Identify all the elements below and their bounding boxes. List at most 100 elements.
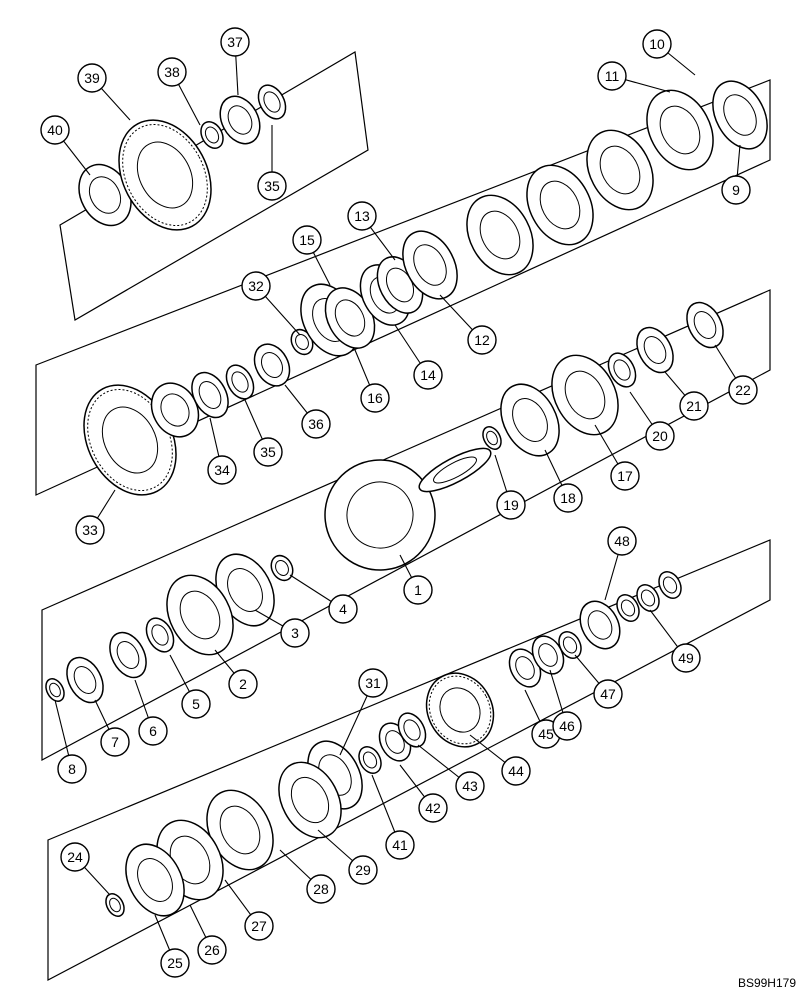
- callout-label: 12: [474, 332, 490, 348]
- callout-bubble: [467, 325, 497, 355]
- callout-16: 16: [360, 383, 390, 413]
- callout-label: 35: [264, 178, 280, 194]
- callout-27: 27: [244, 911, 274, 941]
- callout-bubble: [292, 225, 322, 255]
- callout-48: 48: [607, 526, 637, 556]
- panel-lower: [47, 539, 771, 981]
- ring-35a-inner: [263, 91, 281, 113]
- callout-bubble: [57, 754, 87, 784]
- ring-35a: [257, 84, 287, 120]
- shaft-33-inner: [160, 393, 190, 427]
- callout-15: 15: [292, 225, 322, 255]
- ring-35b: [225, 364, 255, 400]
- callout-bubble: [607, 526, 637, 556]
- callout-label: 32: [248, 278, 264, 294]
- bearing-36-outer: [253, 343, 291, 387]
- callout-label: 20: [652, 428, 668, 444]
- callout-37: 37: [220, 27, 250, 57]
- callout-bubble: [347, 201, 377, 231]
- plate-25-outer: [125, 843, 185, 917]
- ring-4-outer: [270, 554, 294, 582]
- callout-bubble: [280, 618, 310, 648]
- callout-bubble: [721, 175, 751, 205]
- callout-label: 13: [354, 208, 370, 224]
- callout-label: 22: [735, 382, 751, 398]
- callout-36: 36: [301, 409, 331, 439]
- ring-4-inner: [275, 560, 289, 576]
- disc-pack-d-inner: [659, 105, 701, 155]
- callout-bubble: [241, 271, 271, 301]
- spring-16-inner: [334, 299, 366, 337]
- callout-bubble: [157, 57, 187, 87]
- shaft-1-outer: [418, 447, 492, 493]
- callout-24: 24: [60, 842, 90, 872]
- disc-pack-e-inner: [219, 805, 261, 855]
- ring-22-inner: [693, 311, 717, 339]
- plate-12-inner: [413, 244, 447, 286]
- drum-1-inner: [346, 481, 414, 549]
- ring-18-outer: [500, 383, 560, 457]
- ring-8-inner: [49, 682, 61, 698]
- callout-bubble: [197, 935, 227, 965]
- gear-33-inner: [101, 406, 159, 474]
- spring-21-inner: [643, 336, 667, 364]
- callout-label: 42: [425, 800, 441, 816]
- callout-bubble: [645, 421, 675, 451]
- callout-label: 25: [167, 955, 183, 971]
- gear-44-outer: [425, 672, 495, 748]
- callout-3: 3: [280, 618, 310, 648]
- ring-41-inner: [362, 751, 378, 769]
- callout-label: 46: [559, 718, 575, 734]
- callout-bubble: [403, 575, 433, 605]
- callout-label: 31: [365, 675, 381, 691]
- gear-39-outer: [118, 119, 212, 231]
- callout-6: 6: [138, 716, 168, 746]
- callout-47: 47: [593, 679, 623, 709]
- callout-bubble: [60, 842, 90, 872]
- callout-label: 27: [251, 918, 267, 934]
- callout-label: 1: [414, 582, 422, 598]
- callout-label: 43: [462, 778, 478, 794]
- callout-bubble: [348, 855, 378, 885]
- gear-39-teeth: [122, 124, 208, 226]
- callout-label: 18: [560, 490, 576, 506]
- callout-bubble: [496, 490, 526, 520]
- callout-label: 38: [164, 64, 180, 80]
- callout-22: 22: [728, 375, 758, 405]
- callout-28: 28: [306, 874, 336, 904]
- plate-12: [402, 230, 458, 300]
- callout-bubble: [455, 771, 485, 801]
- bearing-45-inner: [515, 656, 535, 680]
- callout-49: 49: [671, 643, 701, 673]
- spring-6-inner: [116, 641, 140, 669]
- callout-40: 40: [40, 115, 70, 145]
- callout-bubble: [138, 716, 168, 746]
- callout-bubbles: 1234567891011121314151617181920212224252…: [40, 27, 758, 978]
- callout-25: 25: [160, 948, 190, 978]
- piston-17-outer: [551, 354, 619, 436]
- callout-label: 10: [649, 36, 665, 52]
- callout-label: 41: [392, 837, 408, 853]
- parts-layer: [45, 80, 768, 917]
- callout-bubble: [501, 756, 531, 786]
- plate-29-inner: [290, 776, 330, 824]
- callout-label: 35: [260, 444, 276, 460]
- ring-49a-inner: [620, 599, 636, 617]
- gear-44: [425, 672, 495, 748]
- piston-2-outer: [166, 574, 234, 656]
- washer-46-inner: [538, 643, 558, 667]
- callout-bubble: [413, 360, 443, 390]
- callout-label: 11: [605, 68, 620, 84]
- ring-49c-inner: [662, 576, 678, 594]
- callout-label: 33: [82, 522, 98, 538]
- ring-7-outer: [66, 656, 104, 704]
- spring-6-outer: [109, 631, 147, 679]
- callout-label: 44: [508, 763, 524, 779]
- callout-7: 7: [100, 727, 130, 757]
- callout-13: 13: [347, 201, 377, 231]
- ring-38-inner: [204, 126, 220, 144]
- panel-top-left: [59, 51, 369, 321]
- ring-47-inner: [562, 636, 578, 654]
- gear-39-inner: [136, 141, 194, 209]
